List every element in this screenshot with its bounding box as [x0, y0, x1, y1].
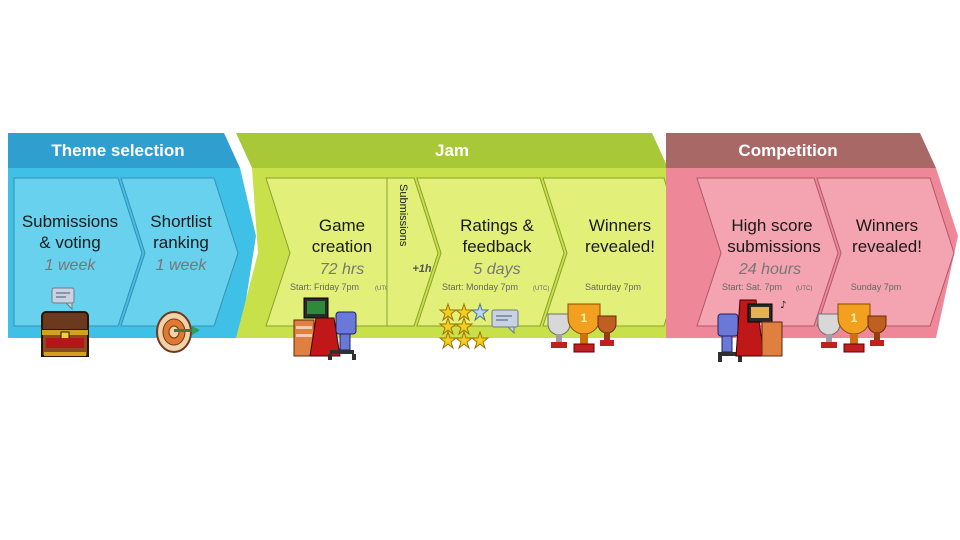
step-jam-winners-chevron — [542, 177, 687, 327]
trophy-icon: 1 — [817, 303, 887, 353]
step-game-creation-tz: (UTC) — [375, 286, 391, 292]
step-high-score-duration: 24 hours — [738, 261, 801, 278]
step-submissions-voting-duration: 1 week — [45, 257, 97, 274]
step-submissions-voting-line1: Submissions — [22, 212, 118, 231]
svg-text:♪: ♪ — [780, 300, 786, 311]
step-ratings-tz: (UTC) — [533, 286, 549, 292]
chat-bubble-icon — [491, 309, 519, 335]
step-shortlist-line2: ranking — [153, 233, 209, 252]
step-game-creation-duration: 72 hrs — [320, 261, 364, 278]
step-high-score-chevron — [696, 177, 839, 327]
phase-competition: Competition High score submissions 24 ho… — [666, 133, 958, 362]
trophy-icon: 1 — [547, 303, 617, 353]
step-ratings-duration: 5 days — [473, 261, 520, 278]
step-game-creation-line2: creation — [312, 237, 372, 256]
target-icon — [156, 311, 200, 353]
phase-theme-title: Theme selection — [51, 141, 184, 160]
step-shortlist-line1: Shortlist — [150, 212, 212, 231]
step-shortlist-duration: 1 week — [156, 257, 208, 274]
step-submissions-voting-chevron — [13, 177, 143, 327]
step-comp-winners-chevron — [816, 177, 955, 327]
step-submissions-window-extra: +1h — [412, 263, 432, 275]
svg-text:1: 1 — [851, 311, 858, 325]
stars-icon — [438, 302, 490, 350]
phase-jam-title: Jam — [435, 141, 469, 160]
step-ratings-line2: feedback — [463, 237, 532, 256]
developer-at-desk-icon — [293, 297, 357, 360]
phase-competition-header-band — [666, 133, 936, 168]
step-ratings-feedback-chevron — [416, 177, 565, 327]
step-jam-winners-when: Saturday 7pm — [585, 282, 641, 292]
step-game-creation-start: Start: Friday 7pm — [290, 282, 359, 292]
step-ratings-start: Start: Monday 7pm — [442, 282, 518, 292]
phase-jam-header-band — [236, 133, 668, 168]
treasure-chest-icon — [41, 311, 89, 357]
chat-bubble-icon — [51, 287, 75, 311]
step-high-score-tz: (UTC) — [796, 286, 812, 292]
step-high-score-line2: submissions — [727, 237, 821, 256]
phase-theme-header-band — [8, 133, 240, 168]
step-high-score-start: Start: Sat. 7pm — [722, 282, 782, 292]
step-submissions-window-label: Submissions — [397, 184, 409, 247]
step-submissions-voting-line2: & voting — [39, 233, 100, 252]
step-comp-winners-line1: Winners — [856, 216, 918, 235]
phase-jam: Jam Game creation 72 hrs Start: Friday 7… — [236, 133, 690, 360]
step-game-creation-line1: Game — [319, 216, 365, 235]
step-shortlist-ranking-chevron — [120, 177, 239, 327]
step-high-score-line1: High score — [731, 216, 812, 235]
step-comp-winners-line2: revealed! — [852, 237, 922, 256]
step-jam-winners-line1: Winners — [589, 216, 651, 235]
phase-competition-title: Competition — [738, 141, 837, 160]
developer-at-desk-icon: ♪ — [717, 299, 786, 362]
phase-theme-selection: Theme selection Submissions & voting 1 w… — [8, 133, 256, 357]
step-submissions-window-chevron — [386, 177, 439, 327]
svg-text:1: 1 — [581, 311, 588, 325]
step-comp-winners-when: Sunday 7pm — [851, 282, 902, 292]
step-jam-winners-line2: revealed! — [585, 237, 655, 256]
step-ratings-line1: Ratings & — [460, 216, 534, 235]
